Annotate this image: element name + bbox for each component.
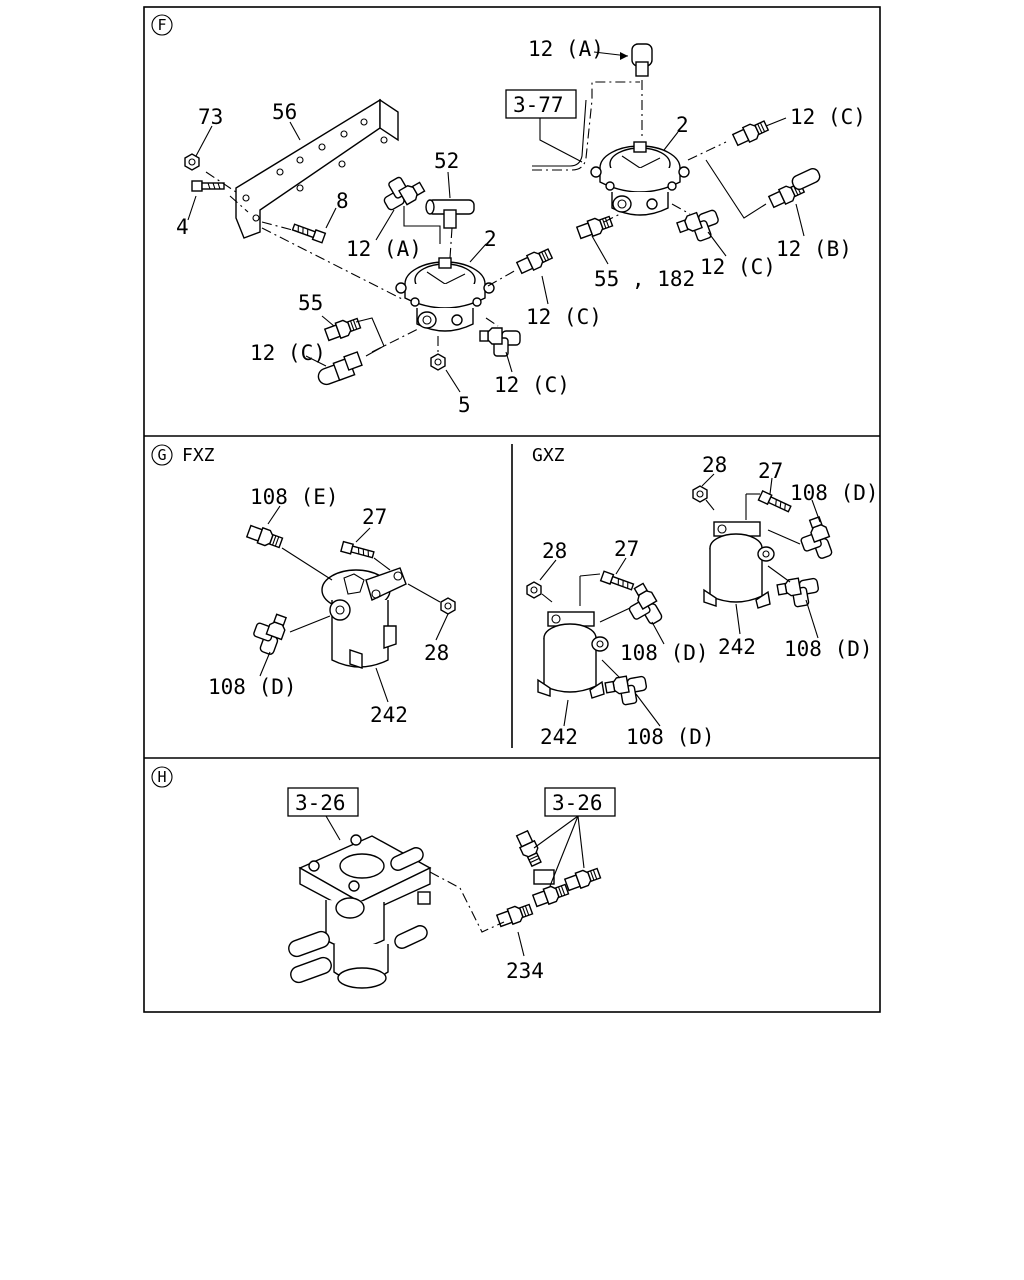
bracket-56 xyxy=(235,98,399,239)
fitting-12a-top xyxy=(631,43,653,77)
label-55-182: 55 , 182 xyxy=(594,267,695,291)
fxz-relay-valve-242 xyxy=(321,567,407,669)
ref-3-26-right: 3-26 xyxy=(552,791,603,815)
gxz-label-27-left: 27 xyxy=(614,537,639,561)
gxz-bolt-27-left xyxy=(599,570,635,593)
bolt-8 xyxy=(291,221,327,244)
fxz-bolt-27 xyxy=(340,540,376,561)
bolt-4 xyxy=(191,180,225,192)
gxz-label-108d-a: 108 (D) xyxy=(620,641,709,665)
section-f-marker-circle xyxy=(151,14,173,36)
gxz-label-242-right: 242 xyxy=(718,635,756,659)
valve-2-left xyxy=(395,257,495,332)
gxz-nut-28-right xyxy=(692,485,708,503)
gxz-label-27-right: 27 xyxy=(758,459,783,483)
label-56: 56 xyxy=(272,100,297,124)
label-12c-mid: 12 (C) xyxy=(526,305,602,329)
section-g-marker-circle xyxy=(151,444,173,466)
gxz-label-242-left: 242 xyxy=(540,725,578,749)
valve-2-right xyxy=(590,141,690,216)
ref-box-3-26-right xyxy=(544,787,616,817)
gxz-label-108d-c: 108 (D) xyxy=(790,481,879,505)
section-h: H xyxy=(151,766,616,989)
plug-55-182 xyxy=(575,212,615,242)
fitting-12c-top-right xyxy=(731,117,771,148)
fxz-elbow-108d xyxy=(248,608,290,658)
elbow-12c-right xyxy=(675,205,724,248)
elbow-12c-bot xyxy=(479,327,521,357)
plug-55 xyxy=(323,314,363,344)
diagram-frame xyxy=(143,6,881,1013)
gxz-label-28-left: 28 xyxy=(542,539,567,563)
gxz-relay-valve-242-left xyxy=(537,611,609,699)
fitting-12b xyxy=(767,168,821,210)
h-fitting-set xyxy=(514,829,603,910)
h-valve-assembly xyxy=(288,834,432,989)
gxz-bolt-27-right xyxy=(757,490,793,515)
fitting-12c-mid xyxy=(515,245,555,276)
ref-3-77: 3-77 xyxy=(513,93,564,117)
label-12a-left: 12 (A) xyxy=(346,237,422,261)
section-f-marker: F xyxy=(157,16,166,34)
fxz-label-108d: 108 (D) xyxy=(208,675,297,699)
gxz-elbow-108d-d xyxy=(775,574,822,611)
label-12a-top: 12 (A) xyxy=(528,37,604,61)
label-55: 55 xyxy=(298,291,323,315)
label-12c-bot: 12 (C) xyxy=(494,373,570,397)
gxz-elbow-108d-a xyxy=(620,581,667,632)
fxz-title: FXZ xyxy=(182,445,215,466)
label-12b: 12 (B) xyxy=(776,237,852,261)
section-h-marker-circle xyxy=(151,766,173,788)
fxz-label-242: 242 xyxy=(370,703,408,727)
ref-box-3-77 xyxy=(505,89,577,119)
label-52: 52 xyxy=(434,149,459,173)
gxz-nut-28-left xyxy=(526,581,542,599)
fxz-label-108e: 108 (E) xyxy=(250,485,339,509)
gxz-elbow-108d-c xyxy=(794,515,837,564)
gxz-relay-valve-242-right xyxy=(703,521,775,609)
fxz-nut-28 xyxy=(440,597,456,615)
nut-5 xyxy=(430,353,446,371)
section-g: G FXZ GXZ 108 (E) 27 28 1 xyxy=(151,444,879,749)
label-73: 73 xyxy=(198,105,223,129)
fxz-label-27: 27 xyxy=(362,505,387,529)
fitting-234 xyxy=(495,900,535,930)
nut-73 xyxy=(184,153,200,171)
section-f: F xyxy=(151,14,866,417)
fitting-12c-left xyxy=(317,351,363,386)
label-4: 4 xyxy=(176,215,189,239)
label-2-left: 2 xyxy=(484,227,497,251)
label-234: 234 xyxy=(506,959,544,983)
fxz-fitting-108e xyxy=(245,522,285,552)
label-2-right: 2 xyxy=(676,113,689,137)
elbow-12a-left xyxy=(376,168,427,215)
section-h-marker: H xyxy=(157,768,166,786)
section-g-marker: G xyxy=(157,446,166,464)
label-12c-right: 12 (C) xyxy=(700,255,776,279)
ref-3-26-left: 3-26 xyxy=(295,791,346,815)
label-12c-left: 12 (C) xyxy=(250,341,326,365)
gxz-label-28-right: 28 xyxy=(702,453,727,477)
label-8: 8 xyxy=(336,189,349,213)
label-12c-top-right: 12 (C) xyxy=(790,105,866,129)
fxz-label-28: 28 xyxy=(424,641,449,665)
label-5: 5 xyxy=(458,393,471,417)
gxz-title: GXZ xyxy=(532,445,565,466)
tee-52 xyxy=(425,199,475,229)
ref-box-3-26-left xyxy=(287,787,359,817)
gxz-label-108d-b: 108 (D) xyxy=(626,725,715,749)
gxz-label-108d-d: 108 (D) xyxy=(784,637,873,661)
